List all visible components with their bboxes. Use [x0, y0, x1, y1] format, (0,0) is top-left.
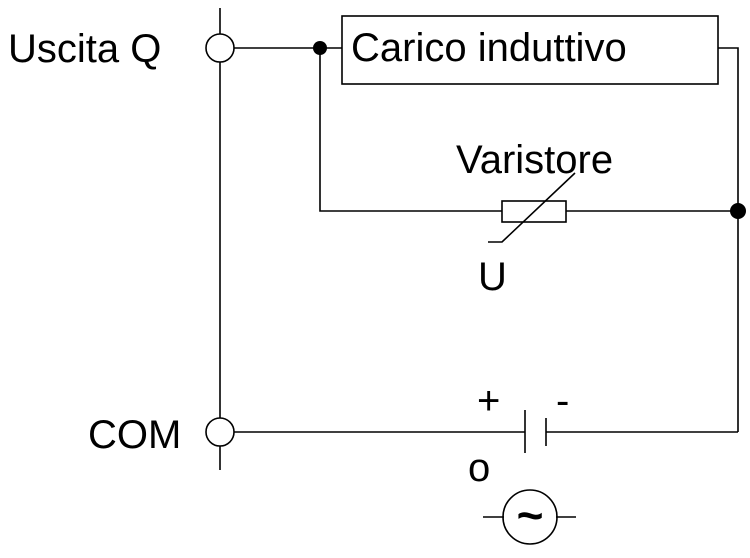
- output-terminal-label: Uscita Q: [8, 27, 161, 71]
- load-label: Carico induttivo: [351, 26, 627, 70]
- dc-source: [524, 410, 547, 453]
- common-terminal-label: COM: [88, 413, 181, 457]
- varistor: [488, 172, 576, 243]
- ac-source: ~: [483, 489, 576, 545]
- common-terminal: [205, 417, 235, 447]
- or-label: o: [468, 446, 490, 490]
- output-terminal: [205, 33, 235, 63]
- junction-dot-right: [730, 203, 746, 219]
- plus-label: +: [477, 379, 500, 423]
- varistor-label: Varistore: [456, 138, 613, 182]
- varistor-symbol-label: U: [478, 255, 507, 299]
- junction-dot-top: [313, 41, 327, 55]
- load-return-wire: [718, 47, 739, 432]
- ac-tilde-icon: ~: [517, 489, 544, 541]
- varistor-slash: [488, 172, 576, 243]
- inductive-load-box: [341, 15, 719, 85]
- varistor-branch-left: [319, 48, 502, 212]
- minus-label: -: [556, 379, 569, 423]
